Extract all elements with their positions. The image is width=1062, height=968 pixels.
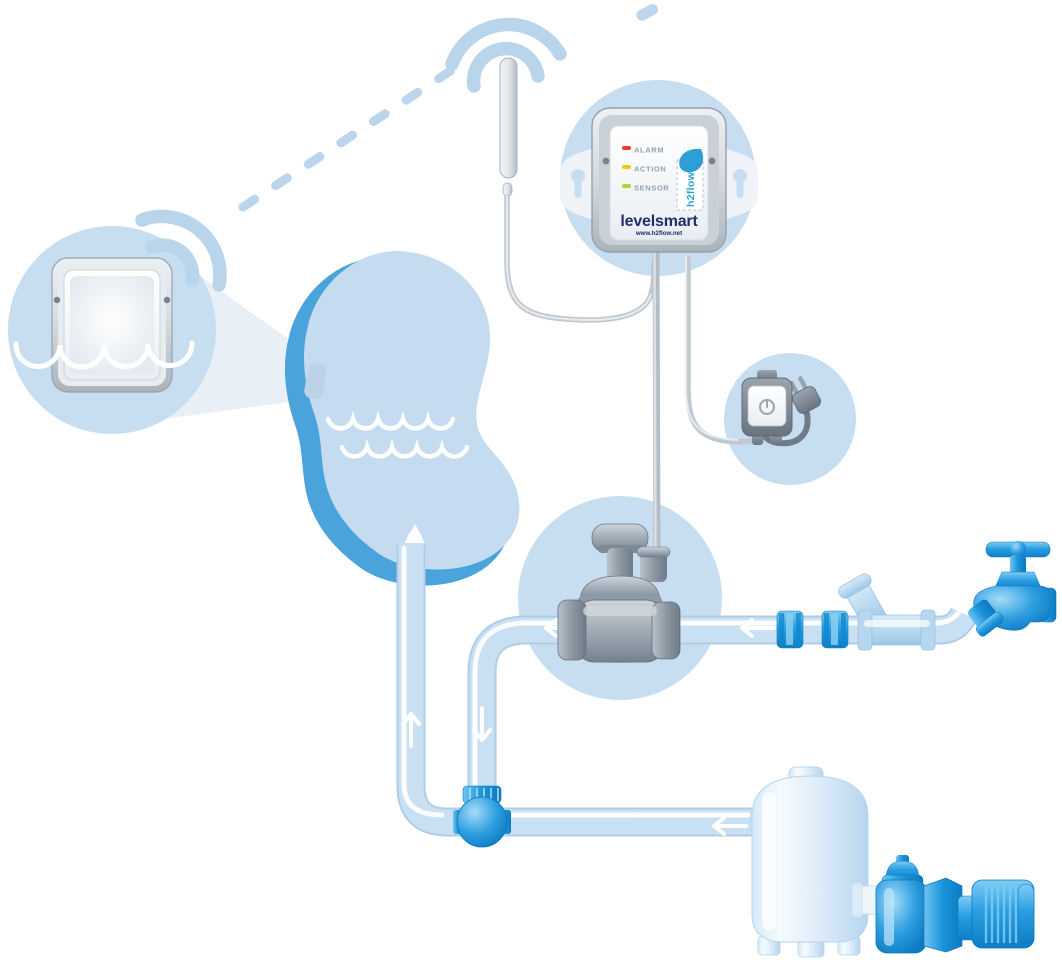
pool-waves-icon xyxy=(325,410,470,459)
wifi-signal-icon xyxy=(135,209,227,292)
pipe-union-1 xyxy=(776,610,804,649)
pipe-fill-drop xyxy=(469,617,566,792)
antenna-rod-tip xyxy=(502,182,513,197)
wires xyxy=(504,196,765,553)
pump-strainer-pot xyxy=(875,879,927,954)
controller-screw-left xyxy=(602,157,610,165)
brand-text: levelsmart xyxy=(620,213,698,230)
check-valve xyxy=(453,785,511,848)
valve-control-wire xyxy=(652,249,661,553)
motor-end-cap xyxy=(1017,883,1035,945)
controller-screw-right xyxy=(708,157,716,165)
pipes xyxy=(396,543,978,837)
pool-sensor-location-patch xyxy=(304,362,327,400)
wye-strainer xyxy=(838,573,936,651)
mounting-ear-left xyxy=(560,146,600,222)
antenna xyxy=(499,57,518,197)
pipe-highlights xyxy=(401,545,962,818)
waterline-icon xyxy=(13,340,195,370)
controller-device: ALARM ACTION SENSOR h2flow levelsmart ww… xyxy=(560,107,758,253)
valve-bonnet xyxy=(579,575,661,603)
led-sensor: SENSOR xyxy=(622,184,669,193)
tank-body xyxy=(751,775,869,943)
flow-arrow-left-tank-icon xyxy=(712,816,748,836)
sensor-screw-left xyxy=(53,296,61,304)
led-sensor-label: SENSOR xyxy=(634,184,669,193)
valve-side-port xyxy=(640,552,667,582)
valve-stem xyxy=(607,548,633,582)
check-valve-body xyxy=(456,796,508,848)
pump-casing xyxy=(923,877,963,953)
pump xyxy=(851,855,1035,954)
antenna-wifi-signal-icon xyxy=(445,17,567,93)
faucet-stem xyxy=(1010,555,1026,575)
pool-water xyxy=(304,251,520,570)
h2flow-logo-text: h2flow xyxy=(685,171,697,207)
flow-arrow-up-icon xyxy=(401,712,421,748)
led-action: ACTION xyxy=(622,165,666,174)
valve-flange-right xyxy=(651,601,681,660)
led-action-label: ACTION xyxy=(634,165,666,174)
antenna-rod xyxy=(499,57,518,179)
water-supply-faucet xyxy=(967,541,1057,637)
flow-arrow-left-supply-icon xyxy=(740,618,776,638)
wireless-link xyxy=(135,4,659,292)
pipe-supply xyxy=(654,608,976,643)
led-alarm-label: ALARM xyxy=(634,146,664,155)
motor-fins xyxy=(984,885,1018,943)
filter-tank xyxy=(751,766,869,958)
h2flow-logo: h2flow xyxy=(676,148,704,211)
fill-valve-device xyxy=(557,523,681,663)
valve-flange-left xyxy=(557,599,587,661)
pool-sensor-device xyxy=(13,257,195,393)
pipe-union-2 xyxy=(821,610,849,649)
wireless-dashed-line xyxy=(238,61,463,212)
pool xyxy=(285,251,520,586)
website-text: www.h2flow.net xyxy=(635,230,682,237)
wireless-dash xyxy=(636,4,659,21)
mounting-ear-right xyxy=(718,146,758,222)
h2flow-drop-icon xyxy=(679,148,704,173)
power-transformer xyxy=(741,370,821,447)
led-alarm: ALARM xyxy=(622,146,664,155)
sensor-screw-right xyxy=(163,296,171,304)
flow-arrow-down-icon xyxy=(472,706,492,742)
faucet-spout xyxy=(967,599,1004,637)
